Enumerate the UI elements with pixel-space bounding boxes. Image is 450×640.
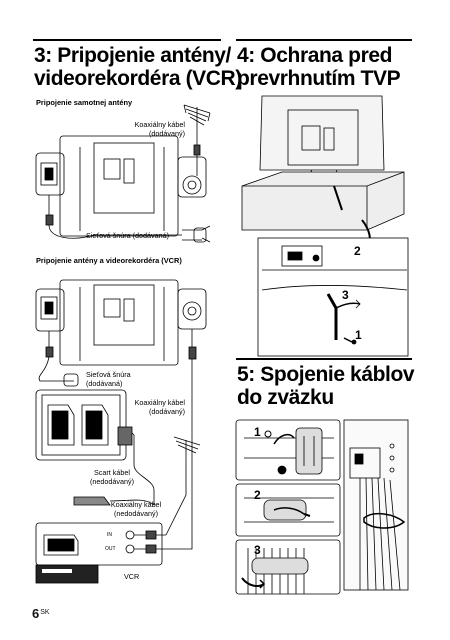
anti-tip-step-2: 2 xyxy=(354,244,361,258)
anti-tip-step-3: 3 xyxy=(342,288,349,302)
bundle-step-3: 3 xyxy=(254,543,261,557)
section3-title: 3: Pripojenie antény/ videorekordéra (VC… xyxy=(34,44,242,90)
bundle-step-1: 1 xyxy=(254,425,261,439)
page-number: 6SK xyxy=(32,606,50,621)
scart-cable-label: Scart kábel (nedodávaný) xyxy=(90,468,134,486)
antenna-vcr-subheading: Pripojenie antény a videorekordéra (VCR) xyxy=(36,256,182,265)
section4-top-rule xyxy=(236,39,412,41)
antenna-only-subheading: Pripojenie samotnej antény xyxy=(36,98,133,107)
anti-tip-diagram xyxy=(241,95,409,357)
anti-tip-step-1: 1 xyxy=(355,328,362,342)
power-cord-label-1: Sieťová šnúra (dodávaná) xyxy=(86,231,170,240)
antenna-only-diagram xyxy=(35,104,211,243)
antenna-icon-2 xyxy=(173,436,201,465)
coax-cable-label-1: Koaxiálny kábel (dodávaný) xyxy=(134,120,185,138)
section5-top-rule xyxy=(236,358,412,360)
section4-title: 4: Ochrana pred prevrhnutím TVP xyxy=(237,44,401,90)
cable-bundle-diagram xyxy=(235,419,409,595)
vcr-in-label: IN xyxy=(107,532,112,538)
power-cord-label-2: Sieťová šnúra (dodávaná) xyxy=(86,370,131,388)
antenna-icon xyxy=(183,104,211,133)
vcr-label: VCR xyxy=(124,572,140,581)
vcr-out-label: OUT xyxy=(105,546,116,552)
coax-cable-label-2: Koaxiálny kábel (dodávaný) xyxy=(134,398,185,416)
section3-top-rule xyxy=(33,39,221,41)
coax-cable-label-3: Koaxiálny kábel (nedodávaný) xyxy=(110,500,162,518)
antenna-vcr-diagram xyxy=(35,279,207,584)
section5-title: 5: Spojenie káblov do zväzku xyxy=(237,363,415,409)
bundle-step-2: 2 xyxy=(254,488,261,502)
